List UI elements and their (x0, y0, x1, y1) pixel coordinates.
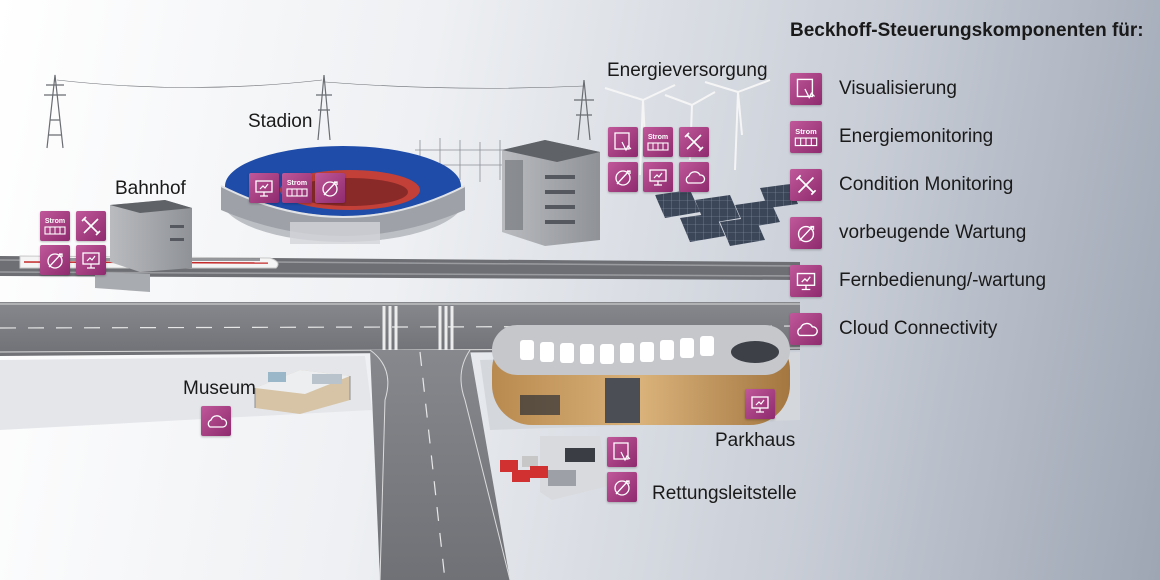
condition-monitoring-icon (76, 211, 106, 241)
label-stadion: Stadion (248, 111, 313, 132)
remote-monitor-icon (790, 265, 822, 297)
visualization-icon (607, 437, 637, 467)
solar-field (655, 184, 798, 246)
remote-monitor-icon (76, 245, 106, 275)
label-bahnhof: Bahnhof (115, 178, 186, 199)
visualization-icon (790, 73, 822, 105)
svg-text:Strom: Strom (287, 180, 307, 187)
train-station (95, 200, 192, 292)
label-rettungsleitstelle: Rettungsleitstelle (652, 483, 797, 504)
cloud-icon (201, 406, 231, 436)
preventive-maintenance-icon (790, 217, 822, 249)
legend-label: Fernbedienung/-wartung (839, 270, 1047, 291)
legend-label: Condition Monitoring (839, 174, 1014, 195)
legend-item-vorbeugende-wartung: vorbeugende Wartung (790, 217, 1150, 249)
condition-monitoring-icon (790, 169, 822, 201)
legend-label: vorbeugende Wartung (839, 222, 1027, 243)
cloud-icon (790, 313, 822, 345)
visualization-icon (608, 127, 638, 157)
legend-label: Visualisierung (839, 78, 957, 99)
svg-text:Strom: Strom (795, 127, 817, 136)
svg-text:Strom: Strom (45, 218, 65, 225)
cloud-icon (679, 162, 709, 192)
legend-item-condition-monitoring: Condition Monitoring (790, 169, 1150, 201)
legend-item-visualisierung: Visualisierung (790, 73, 1150, 105)
preventive-maintenance-icon (608, 162, 638, 192)
power-towers (44, 74, 594, 149)
remote-monitor-icon (249, 173, 279, 203)
legend-item-energiemonitoring: Strom Energiemonitoring (790, 121, 1150, 153)
legend-label: Energiemonitoring (839, 126, 994, 147)
strom-meter-icon: Strom (790, 121, 822, 153)
legend-title: Beckhoff-Steuerungskomponenten für: (790, 20, 1144, 41)
strom-meter-icon: Strom (40, 211, 70, 241)
cross-road (369, 349, 511, 580)
strom-meter-icon: Strom (282, 173, 312, 203)
label-museum: Museum (183, 378, 256, 399)
power-plant-building (502, 140, 600, 246)
fire-trucks (500, 456, 548, 482)
remote-monitor-icon (745, 389, 775, 419)
label-parkhaus: Parkhaus (715, 430, 796, 451)
museum-building (254, 370, 351, 414)
svg-text:Strom: Strom (648, 134, 668, 141)
legend-item-fernbedienung: Fernbedienung/-wartung (790, 265, 1150, 297)
legend-label: Cloud Connectivity (839, 318, 998, 339)
label-energieversorgung: Energieversorgung (607, 60, 768, 81)
parking-garage (492, 325, 790, 425)
legend-item-cloud-connectivity: Cloud Connectivity (790, 313, 1150, 345)
rescue-center-building (500, 436, 608, 500)
preventive-maintenance-icon (315, 173, 345, 203)
condition-monitoring-icon (679, 127, 709, 157)
preventive-maintenance-icon (607, 472, 637, 502)
preventive-maintenance-icon (40, 245, 70, 275)
remote-monitor-icon (643, 162, 673, 192)
strom-meter-icon: Strom (643, 127, 673, 157)
